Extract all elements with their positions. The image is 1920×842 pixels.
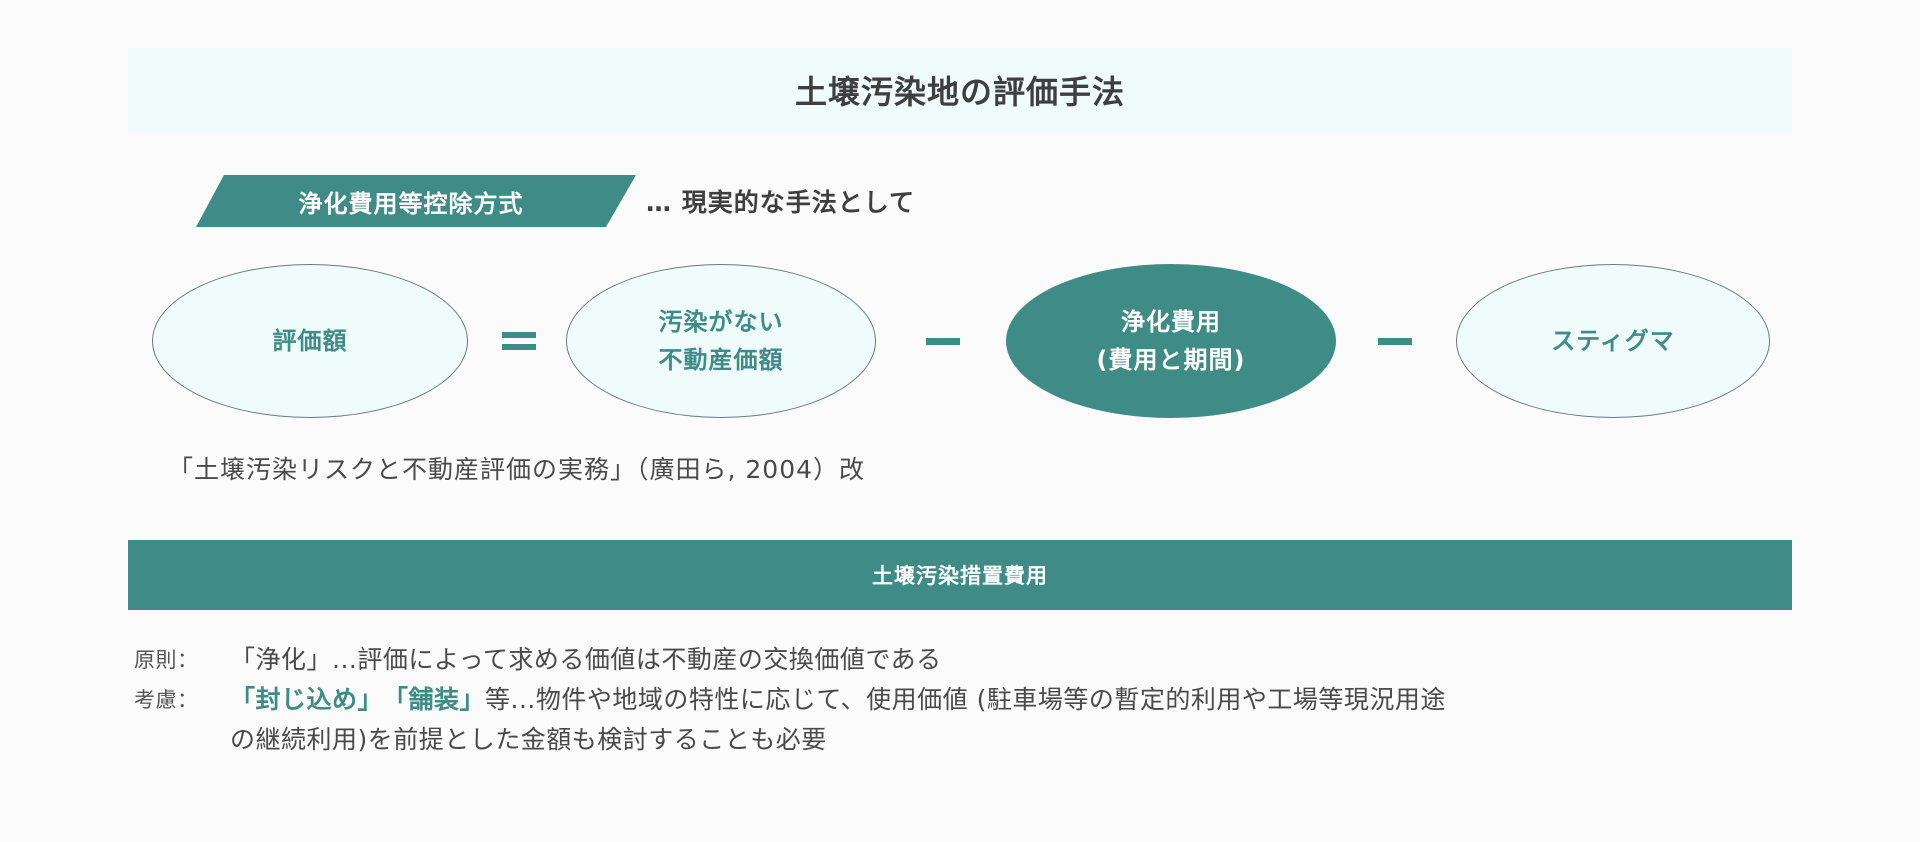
notes: 原則： 「浄化」...評価によって求める価値は不動産の交換価値である 考慮： 「… <box>134 640 1446 760</box>
method-row: 浄化費用等控除方式 … 現実的な手法として <box>196 174 915 228</box>
ellipse-label-line: 汚染がない <box>658 308 784 336</box>
ellipse-remediation-cost: 浄化費用 (費用と期間) <box>1006 264 1336 418</box>
ellipse-label: スティグマ <box>1551 322 1675 360</box>
ellipse-label: 汚染がない 不動産価額 <box>659 303 784 379</box>
citation: 「土壌汚染リスクと不動産評価の実務」（廣田ら, 2004）改 <box>168 455 866 484</box>
minus-operator <box>926 338 960 345</box>
title-band: 土壌汚染地の評価手法 <box>128 48 1792 132</box>
method-note: … 現実的な手法として <box>646 188 915 217</box>
note-principle: 原則： 「浄化」...評価によって求める価値は不動産の交換価値である <box>134 640 1446 680</box>
note-key: 考慮： <box>134 688 199 712</box>
page-title: 土壌汚染地の評価手法 <box>794 73 1125 111</box>
note-consideration: 考慮： 「封じ込め」 「舗装」 等...物件や地域の特性に応じて、使用価値 (駐… <box>134 680 1446 720</box>
ellipse-stigma: スティグマ <box>1456 264 1770 418</box>
ellipse-uncontaminated-value: 汚染がない 不動産価額 <box>566 264 876 418</box>
note-text: 等...物件や地域の特性に応じて、使用価値 (駐車場等の暫定的利用や工場等現況用… <box>485 685 1446 714</box>
parallelogram-shape-icon <box>196 175 636 227</box>
ellipse-label: 浄化費用 (費用と期間) <box>1097 303 1246 379</box>
ellipse-label: 評価額 <box>273 322 348 360</box>
ellipse-label-line: 評価額 <box>272 327 348 355</box>
note-key: 原則： <box>134 648 199 672</box>
note-text: 「浄化」...評価によって求める価値は不動産の交換価値である <box>230 645 942 674</box>
highlight-containment: 「封じ込め」 <box>230 685 384 714</box>
method-tag-label: 浄化費用等控除方式 <box>298 189 524 218</box>
minus-operator <box>1378 338 1412 345</box>
section-label: 土壌汚染措置費用 <box>872 564 1048 588</box>
note-text: の継続利用)を前提とした金額も検討することも必要 <box>230 725 827 754</box>
method-tag: 浄化費用等控除方式 <box>196 175 636 227</box>
ellipse-label-line: 浄化費用 <box>1121 308 1221 336</box>
note-consideration-cont: の継続利用)を前提とした金額も検討することも必要 <box>134 720 1446 760</box>
highlight-paving: 「舗装」 <box>383 685 486 714</box>
equals-operator <box>502 332 536 350</box>
ellipse-label-line: スティグマ <box>1551 327 1675 355</box>
ellipse-label-line: 不動産価額 <box>658 346 784 374</box>
section-band: 土壌汚染措置費用 <box>128 540 1792 610</box>
ellipse-valuation-amount: 評価額 <box>152 264 468 418</box>
ellipse-label-line: (費用と期間) <box>1096 346 1246 374</box>
